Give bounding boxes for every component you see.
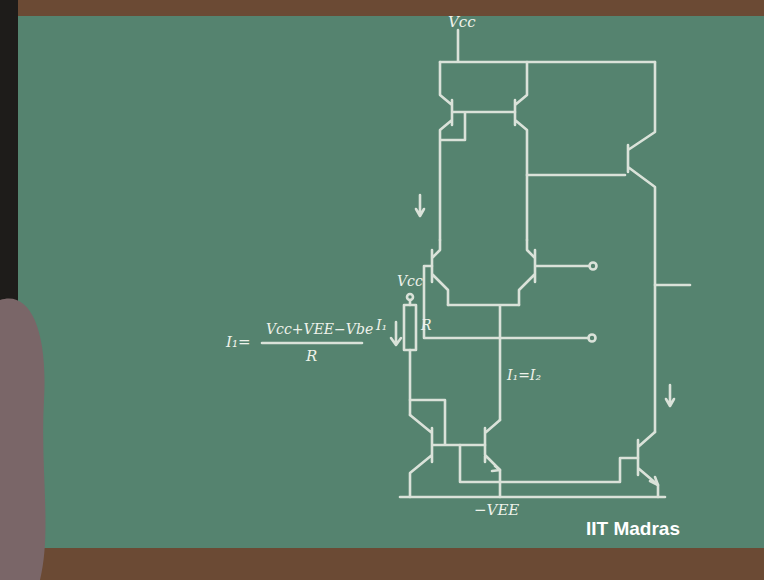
- current-label: I₁: [376, 318, 387, 333]
- current-arrow: [391, 322, 401, 345]
- emitter-arrow: [492, 466, 500, 471]
- chalk-tray: [0, 548, 764, 580]
- component-label: R: [421, 318, 432, 333]
- supply-label: Vcc: [448, 14, 476, 31]
- watermark: IIT Madras: [586, 519, 680, 540]
- input-terminal: [589, 335, 596, 342]
- resistor-wire: [409, 300, 412, 415]
- pnp-mirror-right: [515, 62, 527, 240]
- current-label: I₁=I₂: [507, 368, 541, 383]
- supply-label: −VEE: [474, 502, 519, 519]
- circuit-wires: [262, 30, 690, 497]
- diff-pair-right: [519, 240, 589, 305]
- tail-wire: [448, 305, 519, 420]
- board-frame: [0, 0, 764, 16]
- diff-pair-left: [432, 240, 448, 305]
- bias-wire: [460, 445, 638, 482]
- current-arrow: [666, 385, 674, 406]
- output-pnp: [628, 62, 655, 432]
- emitter-arrow: [650, 477, 658, 485]
- input-terminal: [590, 263, 597, 270]
- output-wire: [655, 284, 690, 287]
- formula-numerator: Vcc+VEE−Vbe: [266, 322, 373, 337]
- output-npn: [638, 432, 658, 497]
- mirror-output-transistor: [485, 420, 500, 497]
- fraction-bar: [262, 342, 362, 345]
- formula-label: I₁=: [226, 334, 251, 351]
- vcc-rail: [440, 30, 655, 62]
- resistor-symbol: [404, 305, 416, 350]
- lecturer-arm: [0, 298, 45, 580]
- gain-stage-wire: [527, 174, 625, 177]
- inverting-input-wire: [424, 266, 588, 338]
- vee-rail: [400, 496, 665, 499]
- pnp-mirror-left: [440, 62, 515, 240]
- formula-denominator: R: [306, 348, 317, 365]
- supply-label: Vcc: [397, 274, 423, 289]
- current-arrow: [416, 195, 424, 216]
